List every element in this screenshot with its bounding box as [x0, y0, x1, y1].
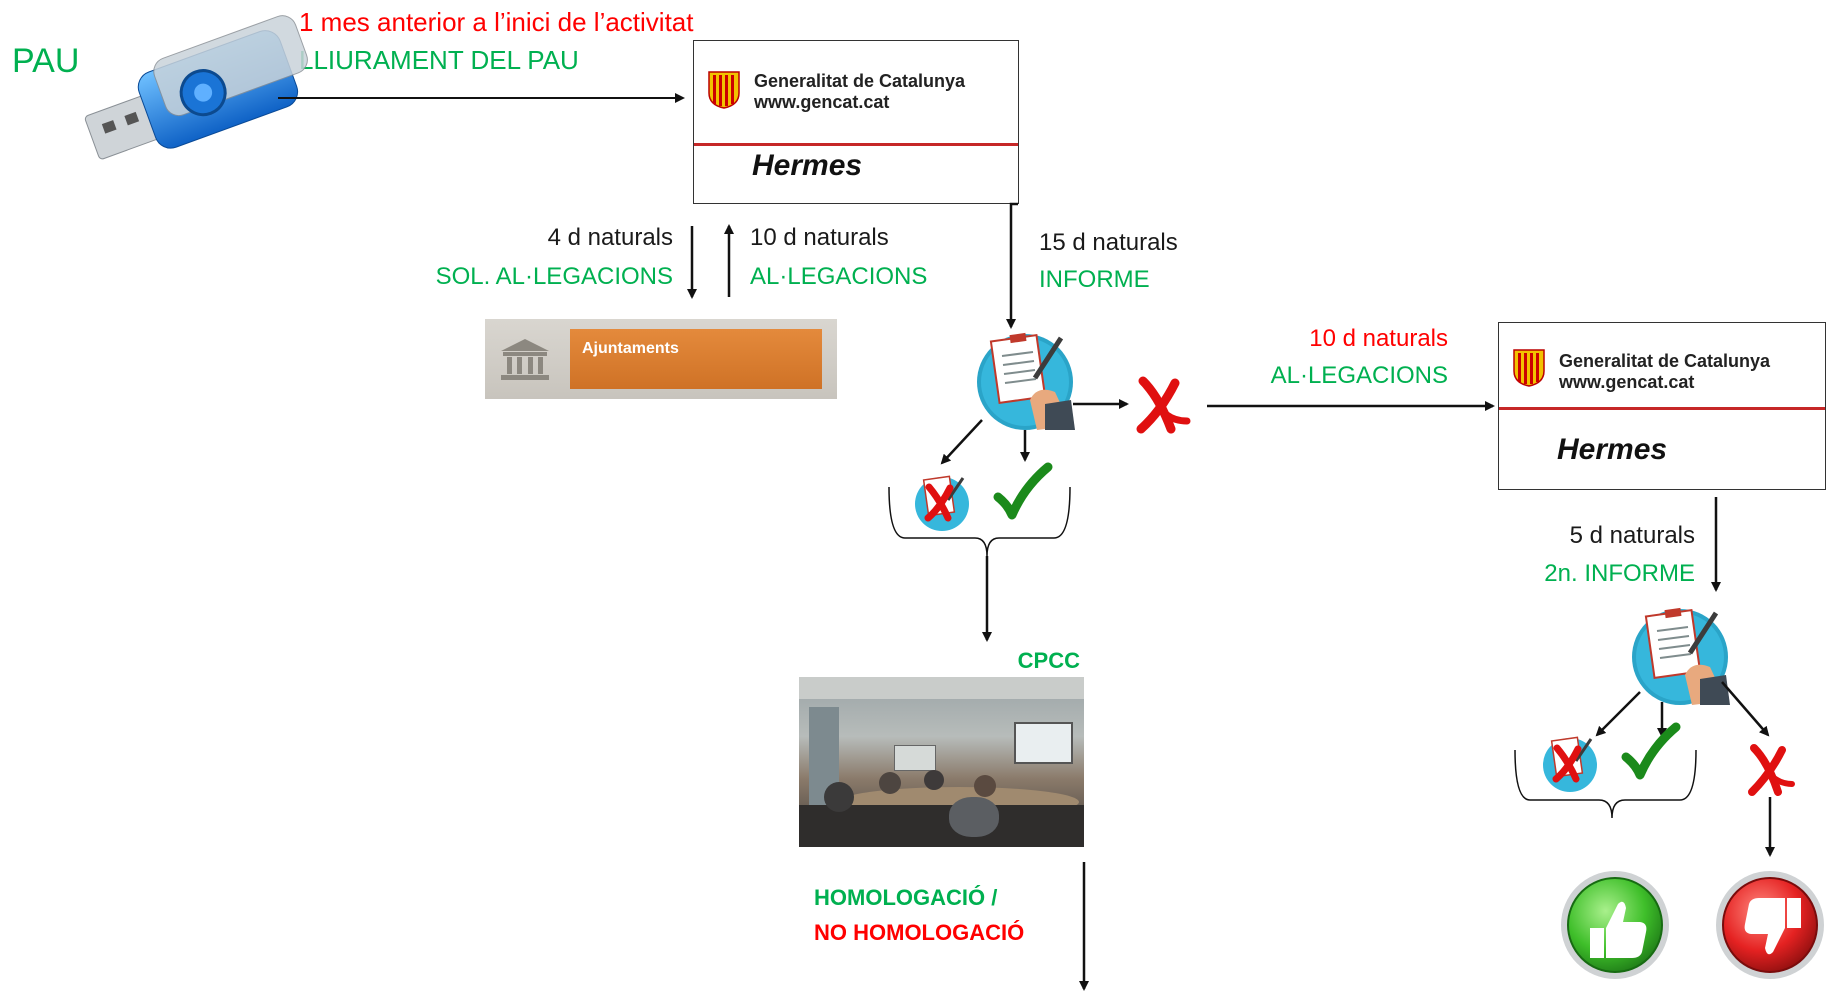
top-timing: 1 mes anterior a l’inici de l’activitat — [299, 7, 694, 37]
hermes-app-name: Hermes — [752, 149, 863, 182]
informe-action: INFORME — [1039, 266, 1150, 293]
homologacio-label: HOMOLOGACIÓ / — [814, 885, 998, 910]
gencat-shield-icon — [1513, 349, 1545, 387]
cpcc-label: CPCC — [1017, 648, 1080, 673]
report-icon — [977, 332, 1075, 430]
town-hall-icon — [501, 339, 549, 380]
thumbs-up-icon — [1561, 871, 1669, 979]
green-check-icon — [993, 462, 1053, 520]
usb-drive-icon — [84, 15, 308, 160]
org-name: Generalitat de Catalunya — [1559, 351, 1771, 371]
red-x-icon — [924, 483, 954, 522]
red-x-icon — [1748, 744, 1795, 796]
second-informe-timing: 5 d naturals — [1569, 522, 1695, 549]
hermes-box-main: Generalitat de Catalunya www.gencat.cat … — [693, 40, 1019, 204]
ajuntaments-banner: Ajuntaments — [485, 319, 837, 399]
second-informe-action: 2n. INFORME — [1544, 560, 1695, 587]
org-url: www.gencat.cat — [754, 92, 890, 112]
resp-timing: 10 d naturals — [750, 224, 889, 251]
pau-label: PAU — [12, 42, 80, 80]
no-homologacio-label: NO HOMOLOGACIÓ — [814, 920, 1025, 945]
informe-timing: 15 d naturals — [1039, 229, 1178, 256]
hermes-header — [1499, 323, 1825, 410]
second-alleg-timing: 10 d naturals — [1309, 325, 1448, 352]
gencat-shield-icon — [708, 71, 740, 109]
thumbs-down-icon — [1716, 871, 1824, 979]
top-action: LLIURAMENT DEL PAU — [299, 45, 579, 75]
hermes-header — [694, 41, 1018, 146]
report-icon — [1632, 607, 1730, 705]
resp-action: AL·LEGACIONS — [750, 263, 928, 290]
req-action: SOL. AL·LEGACIONS — [435, 263, 673, 290]
red-x-icon — [1136, 376, 1191, 434]
cpcc-meeting-photo — [799, 677, 1084, 847]
req-timing: 4 d naturals — [547, 224, 673, 251]
org-name: Generalitat de Catalunya — [754, 71, 966, 91]
ajuntaments-label: Ajuntaments — [582, 340, 679, 357]
second-alleg-action: AL·LEGACIONS — [1270, 362, 1448, 389]
red-x-icon — [1552, 744, 1582, 783]
hermes-app-name: Hermes — [1557, 433, 1668, 466]
green-check-icon — [1621, 722, 1681, 780]
hermes-box-second: Generalitat de Catalunya www.gencat.cat … — [1498, 322, 1826, 490]
org-url: www.gencat.cat — [1559, 372, 1695, 392]
